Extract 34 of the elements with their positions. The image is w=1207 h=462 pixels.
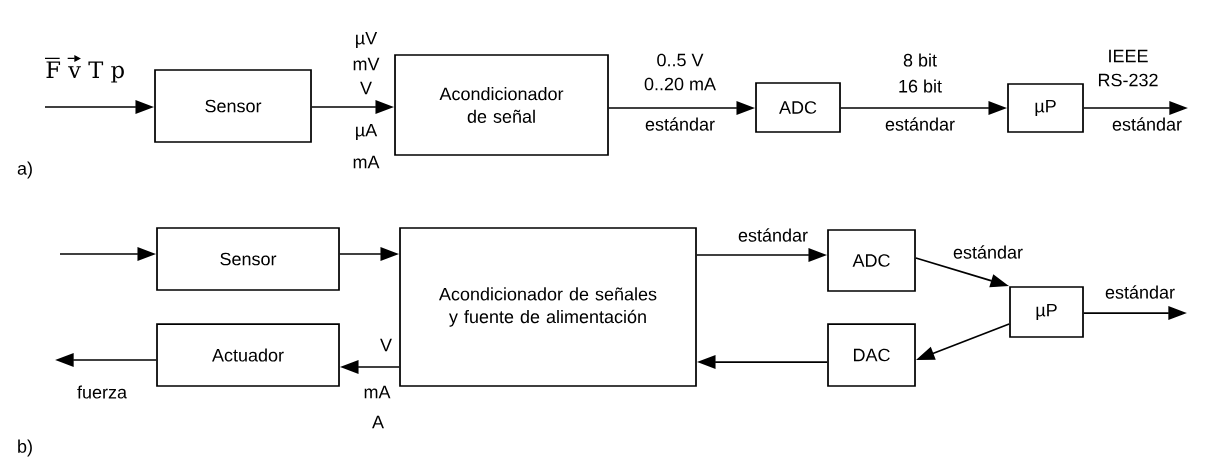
process-box: Acondicionador de señales y fuente de alimentación xyxy=(399,227,697,387)
signal-label: a) xyxy=(17,161,32,179)
process-box: µP xyxy=(1007,83,1084,133)
process-box: µP xyxy=(1009,286,1084,338)
edge-label: estándar xyxy=(1105,285,1175,299)
edge-label: estándar xyxy=(953,245,1023,259)
process-box: Actuador xyxy=(156,323,340,387)
edge-label: estándar xyxy=(738,228,808,242)
signal-label: 0..5 V xyxy=(657,53,704,67)
signal-label: mV xyxy=(353,57,380,71)
edge-label: estándar xyxy=(645,117,715,131)
process-box: Sensor xyxy=(156,227,340,291)
process-box: ADC xyxy=(827,229,916,292)
signal-label: V xyxy=(360,81,372,95)
signal-label: b) xyxy=(18,439,32,457)
edge-label: fuerza xyxy=(77,385,127,399)
signal-label: µA xyxy=(356,123,378,141)
signal-label: V xyxy=(380,338,392,352)
edge-label: F v T p xyxy=(46,61,124,83)
signal-label: 8 bit xyxy=(903,53,937,67)
edge-label: estándar xyxy=(885,117,955,131)
process-box: ADC xyxy=(755,82,841,133)
edge-label: estándar xyxy=(1112,117,1182,131)
signal-label: IEEE xyxy=(1109,49,1148,63)
process-box: DAC xyxy=(827,323,916,387)
signal-label: µV xyxy=(356,31,378,49)
process-box: Sensor xyxy=(154,69,312,143)
process-box: Acondicionador de señal xyxy=(394,54,609,156)
signal-label: mA xyxy=(353,155,380,169)
signal-label: A xyxy=(372,415,384,429)
signal-label: 0..20 mA xyxy=(644,77,716,91)
signal-label: 16 bit xyxy=(899,79,942,93)
signal-label: mA xyxy=(364,385,391,399)
signal-label: RS-232 xyxy=(1099,73,1158,87)
